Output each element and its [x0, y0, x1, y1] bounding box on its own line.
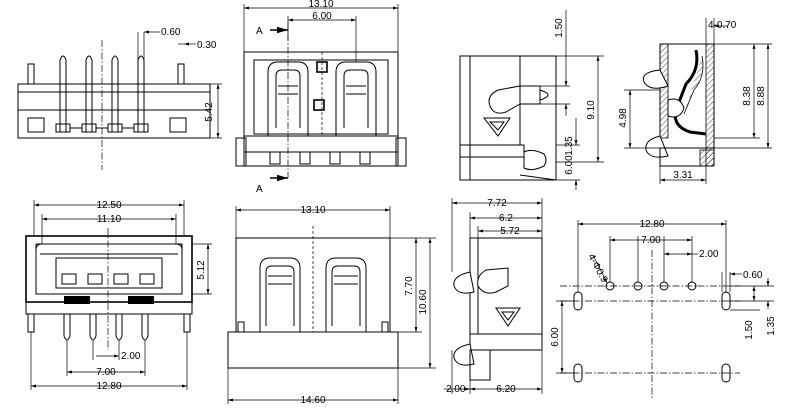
- dim-section-depth: 3.31: [673, 170, 693, 181]
- front-shell: [243, 51, 399, 167]
- dim-side-height: 9.10: [586, 100, 597, 120]
- dim-top-depth: 7.70: [404, 276, 415, 296]
- dim-latch-height: 1.50: [554, 18, 565, 38]
- dim-top-width: 13.10: [300, 205, 325, 216]
- dim-slot-width: 0.60: [743, 270, 763, 281]
- pins: [55, 55, 149, 133]
- dim-hole-pitch: 2.00: [699, 249, 719, 260]
- dim-opening-height: 5.12: [196, 260, 207, 280]
- dim-hole-diameter: 4-Φ0.9: [585, 252, 609, 285]
- opening-shell: [25, 235, 193, 303]
- dim-side-offset: 2.00: [446, 384, 466, 395]
- section-mark-bottom: A: [256, 184, 263, 195]
- dim-latch-span: 4.98: [618, 108, 629, 128]
- dim-side-inner: 5.72: [500, 226, 520, 237]
- dim-side-base: 6.20: [496, 384, 516, 395]
- dim-pin-width: 0.60: [161, 27, 181, 38]
- dim-outer-height: 8.88: [756, 86, 767, 106]
- dim-shell-width: 13.10: [308, 0, 333, 10]
- view-bottom-side: 7.72 6.2 5.72 2.00 6.20: [444, 198, 543, 395]
- dim-hole-offset: 1.50: [744, 320, 755, 340]
- mount-slot-br: [721, 363, 731, 383]
- view-top-side: 1.50 9.10 1.35 6.00: [459, 10, 604, 190]
- dim-side-overall: 7.72: [487, 198, 507, 209]
- side-body: [459, 55, 557, 181]
- section-mark-top: A: [256, 26, 263, 37]
- connector-body: [17, 83, 211, 139]
- dim-overall-depth: 10.60: [418, 289, 429, 314]
- dim-pin-thickness: 0.30: [197, 40, 217, 51]
- view-bottom-front: 13.10 7.70 10.60 14.60: [227, 205, 436, 406]
- view-section-aa: 4-0.70 8.38 8.88 4.98 3.31: [618, 18, 772, 184]
- dim-flange-width: 14.60: [300, 395, 325, 406]
- dim-slot-offset: 1.35: [766, 316, 777, 336]
- dim-outer-pin-span: 7.00: [96, 367, 116, 378]
- dim-pin-pitch: 2.00: [121, 351, 141, 362]
- dim-bay-pitch: 6.00: [312, 11, 332, 22]
- dim-hole-span: 7.00: [641, 235, 661, 246]
- dim-body-height: 5.42: [204, 102, 215, 122]
- dim-lower-height: 6.00: [564, 155, 575, 175]
- dim-foot-height: 1.35: [564, 136, 575, 156]
- dim-foot-span: 12.80: [96, 381, 121, 392]
- dim-side-body: 6.2: [499, 213, 513, 224]
- view-footprint: 12.80 7.00 2.00 0.60 4-Φ0.9 6.00 1.50 1.…: [550, 219, 777, 400]
- dim-slot-pitch-vertical: 6.00: [550, 327, 561, 347]
- dim-inner-height: 8.38: [742, 86, 753, 106]
- view-top-left: 0.60 0.30 5.42: [17, 27, 222, 170]
- dim-opening-inner: 11.10: [97, 214, 122, 225]
- view-top-front: A A 13.10 6.00: [235, 0, 407, 195]
- dim-slot-span: 12.80: [639, 219, 664, 230]
- dim-opening-outer: 12.50: [96, 200, 121, 211]
- view-bottom-left: 12.50 11.10 5.12 2.00 7.00 12.80: [25, 200, 212, 392]
- dim-wall-thickness: 4-0.70: [708, 20, 737, 31]
